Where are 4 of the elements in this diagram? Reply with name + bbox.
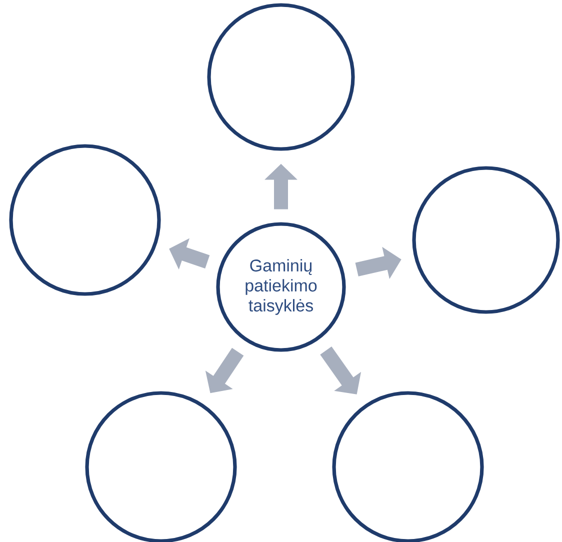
block-arrow: [320, 346, 362, 394]
empty-circle: [9, 144, 161, 296]
empty-circle: [412, 166, 560, 314]
empty-circle: [207, 3, 355, 151]
